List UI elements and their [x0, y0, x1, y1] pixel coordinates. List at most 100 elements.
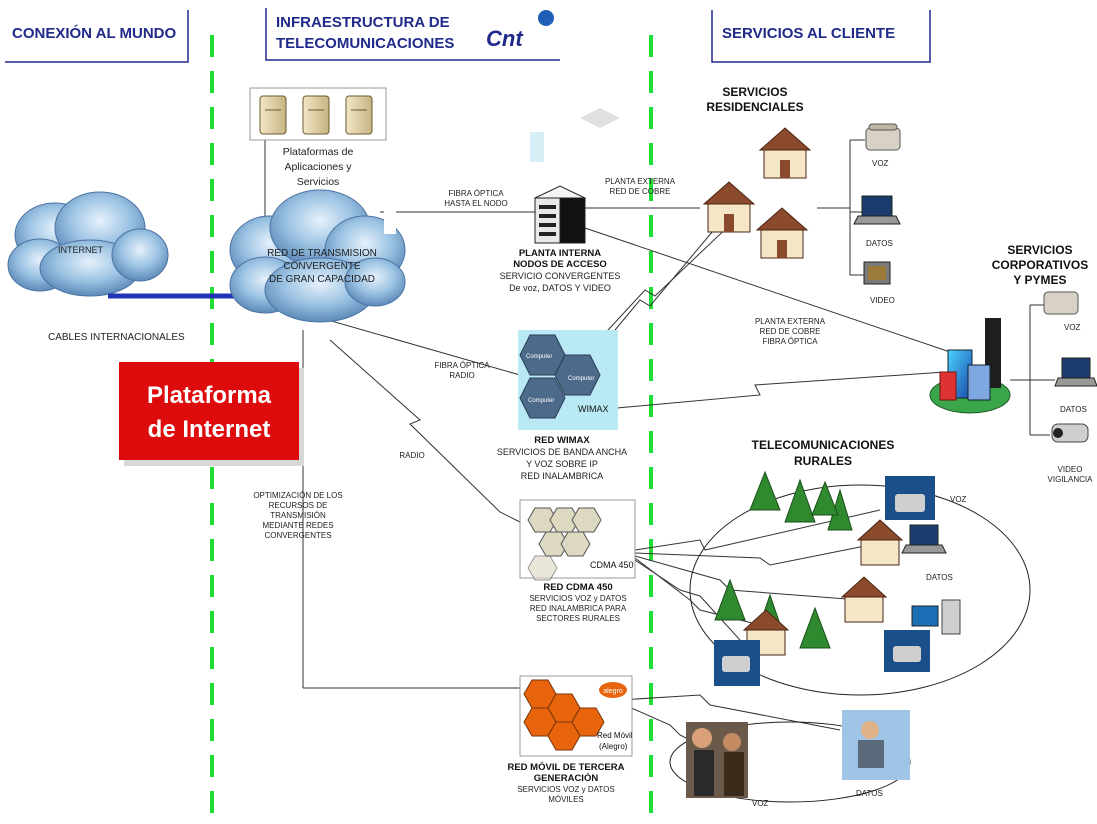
radio-label: RADIO	[399, 451, 424, 460]
optimization-text: OPTIMIZACIÓN DE LOS RECURSOS DE TRANSMIS…	[253, 491, 342, 540]
internet-label: INTERNET	[58, 245, 104, 255]
corporate-voz: VOZ	[1064, 323, 1081, 332]
corporate-video1: VIDEO	[1058, 465, 1083, 474]
access-node	[530, 108, 620, 244]
planta-externa-label-2: RED DE COBRE	[610, 187, 671, 196]
planta-externa-label-1: PLANTA EXTERNA	[605, 177, 676, 186]
optimization-line3: TRANSMISIÓN	[270, 511, 326, 520]
app-platform-line3: Servicios	[297, 176, 340, 188]
rural-phone-icon	[714, 476, 935, 686]
planta-externa-corp-3: FIBRA ÓPTICA	[762, 337, 818, 346]
header-world: CONEXIÓN AL MUNDO	[5, 10, 189, 63]
mobile-desc1: SERVICIOS VOZ y DATOS	[517, 785, 614, 794]
header-infra-line1: INFRAESTRUCTURA DE	[276, 14, 450, 31]
optimization-line5: CONVERGENTES	[264, 531, 331, 540]
header-services: SERVICIOS AL CLIENTE	[711, 10, 931, 63]
app-platform-line1: Plataformas de	[283, 146, 354, 158]
house-icon	[702, 127, 812, 259]
tree-icon	[714, 470, 853, 649]
corporate-title3: Y PYMES	[1013, 273, 1066, 287]
fibra-radio-label-2: RADIO	[449, 371, 474, 380]
cdma-desc2: RED INALAMBRICA PARA	[530, 604, 627, 613]
application-servers: Plataformas de Aplicaciones y Servicios	[249, 87, 387, 188]
mobile-desc2: MÓVILES	[548, 795, 584, 804]
rural-desktop-icon	[911, 599, 961, 635]
planta-interna-title1: PLANTA INTERNA	[519, 248, 601, 259]
planta-interna-desc1: SERVICIO CONVERGENTES	[500, 271, 621, 281]
mobile-image-label1: Red Móvil	[597, 731, 633, 740]
wimax-desc3: RED INALAMBRICA	[521, 471, 604, 481]
header-world-text: CONEXIÓN AL MUNDO	[12, 24, 177, 42]
residential-video: VIDEO	[870, 296, 895, 305]
wimax-desc1: SERVICIOS DE BANDA ANCHA	[497, 447, 627, 457]
rural-voz: VOZ	[950, 495, 967, 504]
mobile-badge: alegro	[603, 688, 623, 695]
wimax-computer-label-2: Computer	[568, 376, 594, 382]
cdma-network-image: CDMA 450	[519, 499, 636, 581]
header-infra-line2: TELECOMUNICACIONES	[276, 35, 454, 52]
cdma-title: RED CDMA 450	[543, 582, 612, 593]
cdma-desc1: SERVICIOS VOZ y DATOS	[529, 594, 626, 603]
rural-area-outline	[689, 484, 1031, 696]
wimax-image-label: WIMAX	[578, 404, 609, 414]
server-icon	[259, 95, 373, 135]
mobile-title2: GENERACIÓN	[534, 772, 599, 784]
international-cables-label: CABLES INTERNACIONALES	[48, 332, 185, 343]
wimax-network-image: Computer Computer Computer WIMAX	[518, 330, 618, 430]
cdma-desc3: SECTORES RURALES	[536, 614, 620, 623]
transmission-line3: DE GRAN CAPACIDAD	[269, 274, 375, 285]
residential-title2: RESIDENCIALES	[706, 100, 803, 114]
mobile-title1: RED MÓVIL DE TERCERA	[507, 761, 624, 773]
internet-cloud: INTERNET	[7, 191, 169, 297]
rural-title1: TELECOMUNICACIONES	[752, 438, 895, 452]
planta-interna-title2: NODOS DE ACCESO	[513, 259, 607, 270]
laptop-icon	[853, 195, 901, 225]
corp-phone-icon	[1043, 291, 1079, 315]
corporate-building-icon	[929, 318, 1011, 414]
planta-externa-corp-1: PLANTA EXTERNA	[755, 317, 826, 326]
rural-house-icon	[742, 519, 904, 656]
fibra-radio-label-1: FIBRA ÓPTICA	[434, 361, 490, 370]
rural-title2: RURALES	[794, 454, 852, 468]
corporate-title1: SERVICIOS	[1007, 243, 1072, 257]
app-platform-line2: Aplicaciones y	[284, 161, 352, 173]
fibra-nodo-label-1: FIBRA ÓPTICA	[448, 189, 504, 198]
header-infrastructure: INFRAESTRUCTURA DE TELECOMUNICACIONES	[265, 8, 560, 61]
transmission-line2: CONVERGENTE	[283, 261, 361, 272]
transmission-line1: RED DE TRANSMISION	[267, 248, 377, 259]
mobile-voz: VOZ	[752, 799, 769, 808]
platform-line1: Plataforma	[147, 382, 272, 409]
rural-datos: DATOS	[926, 573, 953, 582]
planta-externa-corp-2: RED DE COBRE	[760, 327, 821, 336]
wimax-computer-label-1: Computer	[526, 354, 552, 360]
mobile-network-image: alegro Red Móvil (Alegro)	[519, 675, 633, 757]
optimization-line2: RECURSOS DE	[269, 501, 328, 510]
residential-datos: DATOS	[866, 239, 893, 248]
optimization-line1: OPTIMIZACIÓN DE LOS	[253, 491, 342, 500]
residential-title1: SERVICIOS	[722, 85, 787, 99]
security-camera-icon	[1051, 423, 1089, 443]
mobile-datos: DATOS	[856, 789, 883, 798]
planta-interna-desc2: De voz, DATOS Y VIDEO	[509, 283, 611, 293]
corporate-datos: DATOS	[1060, 405, 1087, 414]
corporate-video2: VIGILANCIA	[1048, 475, 1094, 484]
cdma-image-label: CDMA 450	[590, 560, 634, 570]
wimax-desc2: Y VOZ SOBRE IP	[526, 459, 598, 469]
mobile-image-label2: (Alegro)	[599, 742, 628, 751]
wimax-title: RED WIMAX	[534, 435, 590, 446]
header-services-text: SERVICIOS AL CLIENTE	[722, 25, 895, 42]
optimization-line4: MEDIANTE REDES	[262, 521, 333, 530]
wimax-computer-label-3: Computer	[528, 398, 554, 404]
residential-voz: VOZ	[872, 159, 889, 168]
corp-laptop-icon	[1054, 357, 1097, 387]
internet-platform-box: Plataforma de Internet	[119, 362, 304, 466]
mobile-user-photo	[686, 722, 748, 798]
connection-lines	[264, 110, 1055, 746]
platform-line2: de Internet	[148, 416, 271, 443]
tv-icon	[863, 261, 891, 285]
corporate-title2: CORPORATIVOS	[992, 258, 1088, 272]
rural-laptop-icon	[901, 524, 947, 554]
laptop-user-photo	[842, 710, 910, 780]
cnt-logo-text: Cnt	[486, 26, 524, 51]
